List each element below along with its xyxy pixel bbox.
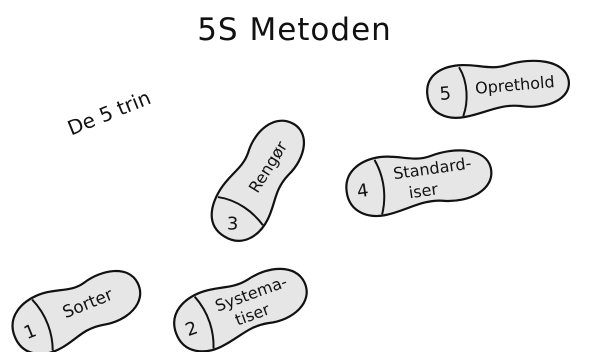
heel-divider — [31, 298, 54, 351]
step-label-4-line-2: iser — [408, 179, 440, 202]
footprint-4: 4 Standard- iser — [345, 149, 493, 218]
footprint-icon — [210, 119, 306, 242]
footprint-5: 5 Oprethold — [426, 59, 570, 119]
footprint-2: 2 Systema- tiser — [173, 267, 308, 352]
footprint-1: 1 Sorter — [11, 269, 142, 352]
step-number-4: 4 — [356, 180, 370, 202]
step-number-5: 5 — [439, 83, 452, 105]
heel-divider — [217, 196, 264, 226]
heel-divider — [193, 296, 215, 349]
footprint-icon — [11, 269, 142, 352]
footprint-icon — [345, 149, 493, 218]
step-number-3: 3 — [227, 214, 238, 235]
heel-divider — [458, 66, 468, 117]
footprint-3: 3 Rengør — [210, 119, 306, 242]
heel-divider — [373, 159, 386, 215]
title: 5S Metoden — [197, 12, 392, 48]
footprint-icon — [173, 267, 308, 352]
